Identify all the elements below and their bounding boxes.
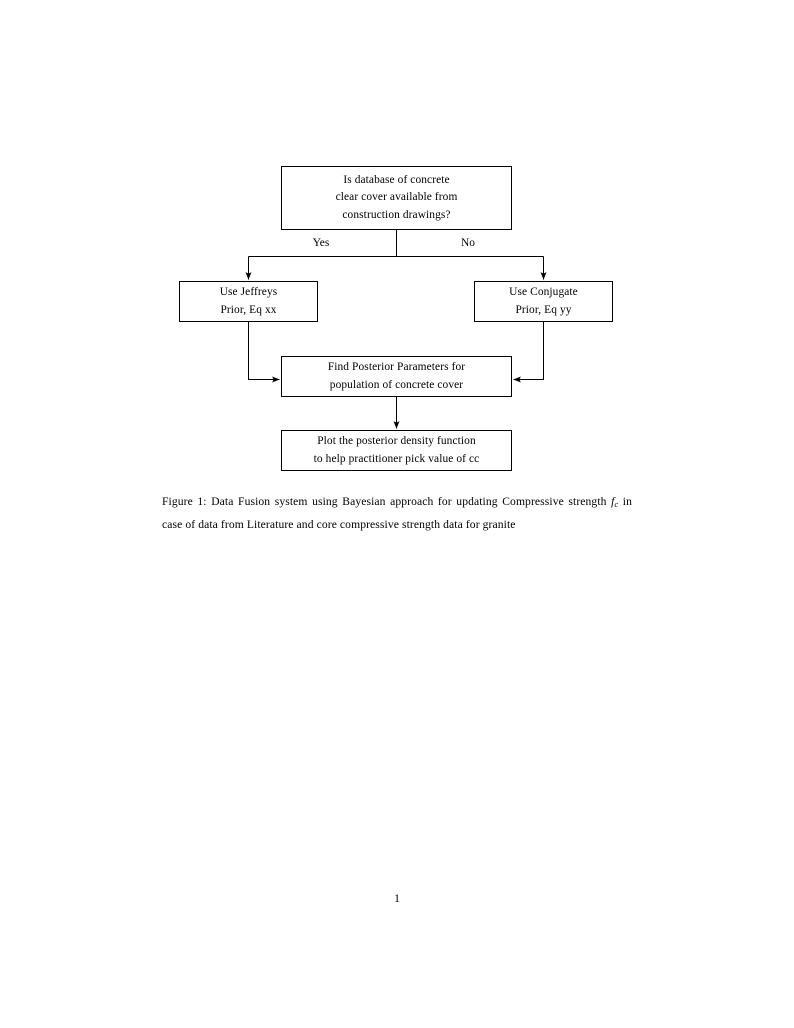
node-plot-line-1: Plot the posterior density function	[317, 435, 476, 447]
branch-label-yes: Yes	[312, 237, 330, 249]
flowchart-node-find-posterior: Find Posterior Parameters for population…	[281, 356, 512, 397]
node-jeffreys-line-1: Use Jeffreys	[219, 286, 278, 298]
figure-flowchart: Is database of concrete clear cover avai…	[0, 0, 794, 480]
flowchart-node-conjugate-prior: Use Conjugate Prior, Eq yy	[474, 281, 613, 322]
branch-label-no: No	[461, 237, 475, 249]
figure-caption: Figure 1: Data Fusion system using Bayes…	[162, 492, 632, 534]
flowchart-connectors	[245, 230, 547, 429]
flowchart-node-jeffreys-prior: Use Jeffreys Prior, Eq xx	[179, 281, 318, 322]
caption-math-subscript: c	[614, 499, 619, 510]
flowchart-node-decision: Is database of concrete clear cover avai…	[281, 166, 512, 230]
caption-text-before-math: Data Fusion system using Bayesian approa…	[211, 495, 607, 508]
flowchart-node-plot-density: Plot the posterior density function to h…	[281, 430, 512, 471]
node-decision-line-1: Is database of concrete	[343, 173, 450, 186]
page-number: 1	[394, 892, 400, 905]
edge-conjugate-to-posterior	[513, 322, 545, 383]
node-posterior-line-1: Find Posterior Parameters for	[327, 361, 466, 373]
caption-math-symbol: f	[611, 495, 615, 508]
node-conjugate-line-1: Use Conjugate	[509, 286, 578, 298]
edge-jeffreys-to-posterior	[247, 322, 280, 383]
caption-label: Figure 1:	[162, 495, 207, 508]
node-plot-line-2: to help practitioner pick value of cc	[313, 452, 480, 465]
node-posterior-line-2: population of concrete cover	[329, 378, 464, 391]
node-conjugate-line-2: Prior, Eq yy	[515, 303, 572, 316]
caption-text-after-math: in case of data from Literature and core…	[162, 495, 632, 531]
node-jeffreys-line-2: Prior, Eq xx	[220, 303, 277, 316]
node-decision-line-2: clear cover available from	[335, 191, 458, 204]
node-decision-line-3: construction drawings?	[342, 208, 451, 221]
